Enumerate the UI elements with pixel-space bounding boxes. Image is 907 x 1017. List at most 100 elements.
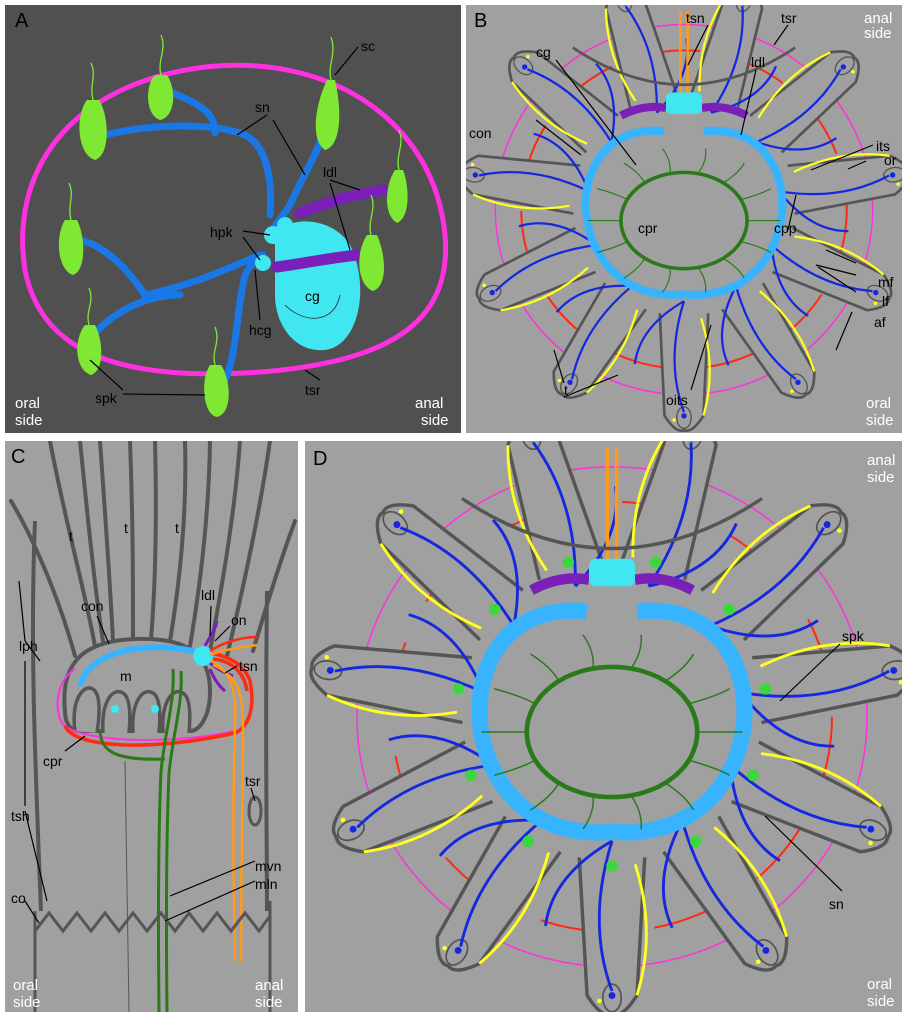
label-pointers	[19, 581, 255, 923]
label-cg: cg	[536, 44, 551, 60]
label-ldl: ldl	[751, 54, 765, 70]
cpp-branch	[665, 654, 693, 681]
label-or: or	[884, 152, 897, 168]
cerebral-ganglion	[589, 559, 635, 587]
label-spk: spk	[95, 390, 118, 406]
side-label: side	[13, 994, 41, 1011]
lf-dot	[874, 302, 878, 306]
mf-dot	[327, 667, 334, 674]
mf-dot	[350, 826, 357, 833]
label-sc: sc	[361, 38, 375, 54]
label-tsr: tsr	[305, 382, 321, 398]
label-oits: oits	[666, 392, 688, 408]
side-label: side	[867, 993, 895, 1010]
hpk-node	[277, 217, 293, 233]
panel-d: D spk sn anal side oral side	[305, 441, 902, 1012]
side-label: side	[867, 469, 895, 486]
spk-node	[760, 683, 772, 695]
side-label: anal	[255, 977, 283, 994]
ldl-nerve	[635, 578, 693, 590]
lf-dot	[896, 182, 900, 186]
cpp-branch	[698, 268, 706, 293]
panel-c: C t t t ldl con on lph m tsn cpr tsr tsh…	[5, 441, 298, 1012]
side-label: side	[864, 25, 892, 42]
tentacles	[11, 441, 295, 656]
mf-dot	[867, 826, 874, 833]
mf-dot	[762, 947, 769, 954]
label-tsn: tsn	[239, 658, 258, 674]
label-m: m	[120, 668, 132, 684]
label-af: af	[874, 314, 886, 330]
cpr-ring	[527, 667, 698, 797]
side-label: oral	[13, 977, 38, 994]
lf-dot	[558, 379, 562, 383]
mf-dot	[890, 172, 895, 177]
tsr	[249, 797, 261, 825]
label-spk: spk	[842, 628, 865, 644]
lf-dot	[341, 818, 346, 823]
label-mf: mf	[878, 274, 894, 290]
tentacle-loop	[732, 742, 891, 852]
side-label: oral	[15, 395, 40, 412]
cpp-branch	[531, 654, 559, 681]
label-con: con	[81, 598, 104, 614]
cpp-branch	[531, 783, 559, 810]
label-t: t	[175, 520, 179, 536]
side-label: side	[866, 412, 894, 429]
label-t: t	[564, 382, 568, 398]
side-label: side	[421, 412, 449, 429]
cpp-branch	[624, 163, 645, 183]
cerebral-ganglion	[666, 92, 702, 114]
label-ldl: ldl	[201, 587, 215, 603]
side-label: anal	[415, 395, 443, 412]
label-hcg: hcg	[249, 322, 272, 338]
label-tsr: tsr	[781, 10, 797, 26]
spk-node	[522, 836, 534, 848]
label-mvn: mvn	[255, 858, 281, 874]
label-co: co	[11, 890, 26, 906]
cpp-branch	[494, 689, 535, 704]
cpp-branch	[597, 189, 627, 200]
tentacle-loop	[466, 156, 580, 214]
cpp-branch	[723, 163, 744, 183]
lf-dot	[837, 528, 842, 533]
panel-d-diagram: D spk sn anal side oral side	[305, 441, 902, 1012]
tentacle-loop	[660, 313, 708, 430]
cpp-branch	[698, 149, 706, 174]
label-cg: cg	[305, 288, 320, 304]
panel-letter: B	[474, 10, 487, 32]
panel-a-diagram: A sc sn ldl hpk cg hcg spk tsr oral side…	[5, 5, 461, 433]
af-nerve	[710, 620, 818, 636]
side-label: oral	[867, 976, 892, 993]
mf-dot	[824, 521, 831, 528]
lf-dot	[790, 389, 794, 393]
label-sn: sn	[255, 99, 270, 115]
label-t: t	[69, 528, 73, 544]
node	[111, 705, 119, 713]
panel-letter: C	[11, 446, 25, 468]
cpp-branch	[631, 635, 641, 669]
label-lf: lf	[882, 293, 889, 309]
side-label: oral	[866, 395, 891, 412]
cpp-branch	[723, 258, 744, 278]
label-tsn: tsn	[686, 10, 705, 26]
mf-dot	[841, 64, 846, 69]
lf-dot	[526, 55, 530, 59]
lf-dot	[597, 999, 602, 1004]
lf-dot	[868, 841, 873, 846]
lf-dot	[471, 163, 475, 167]
cpp-branch	[689, 689, 730, 704]
panel-c-diagram: C t t t ldl con on lph m tsn cpr tsr tsh…	[5, 441, 298, 1012]
spk-node	[489, 604, 501, 616]
cpp-branch	[597, 241, 627, 252]
side-label: side	[15, 412, 43, 429]
mf-dot	[890, 667, 897, 674]
label-cpr: cpr	[638, 220, 658, 236]
tentacle-loop	[508, 441, 602, 580]
label-cpp: cpp	[774, 220, 797, 236]
label-hpk: hpk	[210, 224, 234, 240]
tentacle-loop	[606, 5, 677, 108]
label-mln: mln	[255, 876, 278, 892]
spk-node	[747, 770, 759, 782]
lf-dot	[756, 959, 761, 964]
